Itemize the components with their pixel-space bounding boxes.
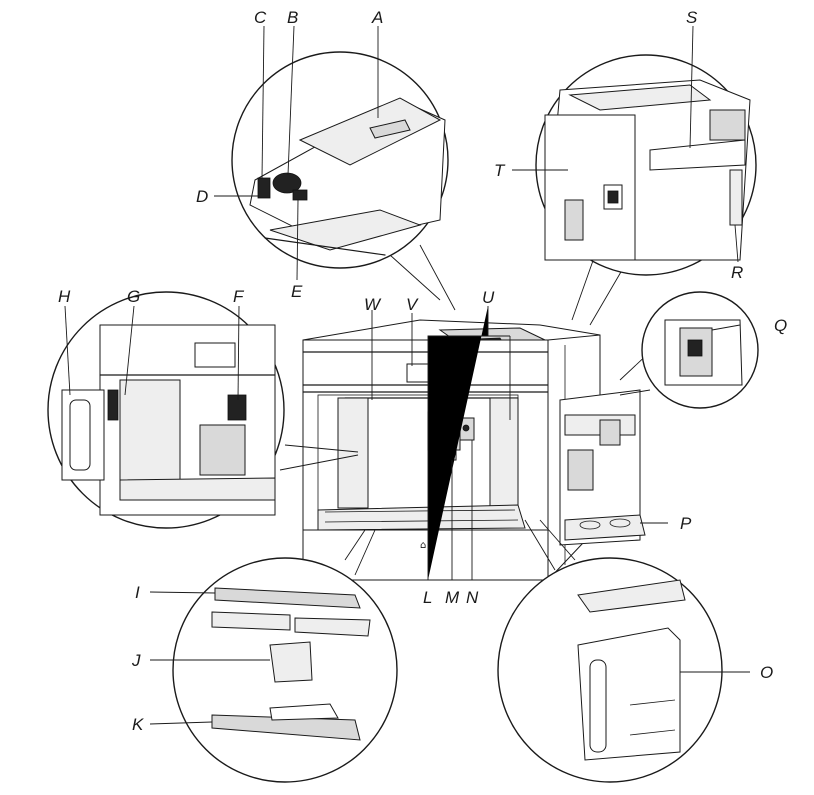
detail-circle-bottom-right <box>497 519 723 783</box>
label-o: O <box>760 663 773 682</box>
label-m: M <box>445 588 460 607</box>
detail-circle-left <box>47 291 359 529</box>
main-machine: ⌂ <box>302 319 601 582</box>
detail-circle-bottom-left <box>172 529 398 783</box>
label-r: R <box>731 263 743 282</box>
detail-circle-top-right <box>535 54 757 326</box>
label-h: H <box>58 287 71 306</box>
label-t: T <box>494 161 506 180</box>
label-p: P <box>680 514 692 533</box>
label-s: S <box>686 8 698 27</box>
label-a: A <box>371 8 383 27</box>
label-i: I <box>135 583 140 602</box>
label-l: L <box>423 588 432 607</box>
label-c: C <box>254 8 267 27</box>
detail-circle-q <box>619 291 759 409</box>
label-j: J <box>131 651 141 670</box>
leader-lines <box>64 25 750 725</box>
label-n: N <box>466 588 479 607</box>
label-f: F <box>233 287 245 306</box>
label-k: K <box>132 715 144 734</box>
label-v: V <box>406 295 419 314</box>
machine-side-detail <box>559 389 646 546</box>
svg-text:⌂: ⌂ <box>420 540 426 551</box>
drip-grate-slots <box>324 509 519 523</box>
label-u: U <box>482 288 495 307</box>
label-b: B <box>287 8 298 27</box>
detail-circle-top <box>231 51 456 311</box>
callout-labels: A B C D E F G H I J K L M N O P Q R S T … <box>58 8 787 734</box>
label-g: G <box>127 287 140 306</box>
label-q: Q <box>774 316 787 335</box>
label-e: E <box>291 282 303 301</box>
label-d: D <box>196 187 208 206</box>
label-w: W <box>364 295 382 314</box>
